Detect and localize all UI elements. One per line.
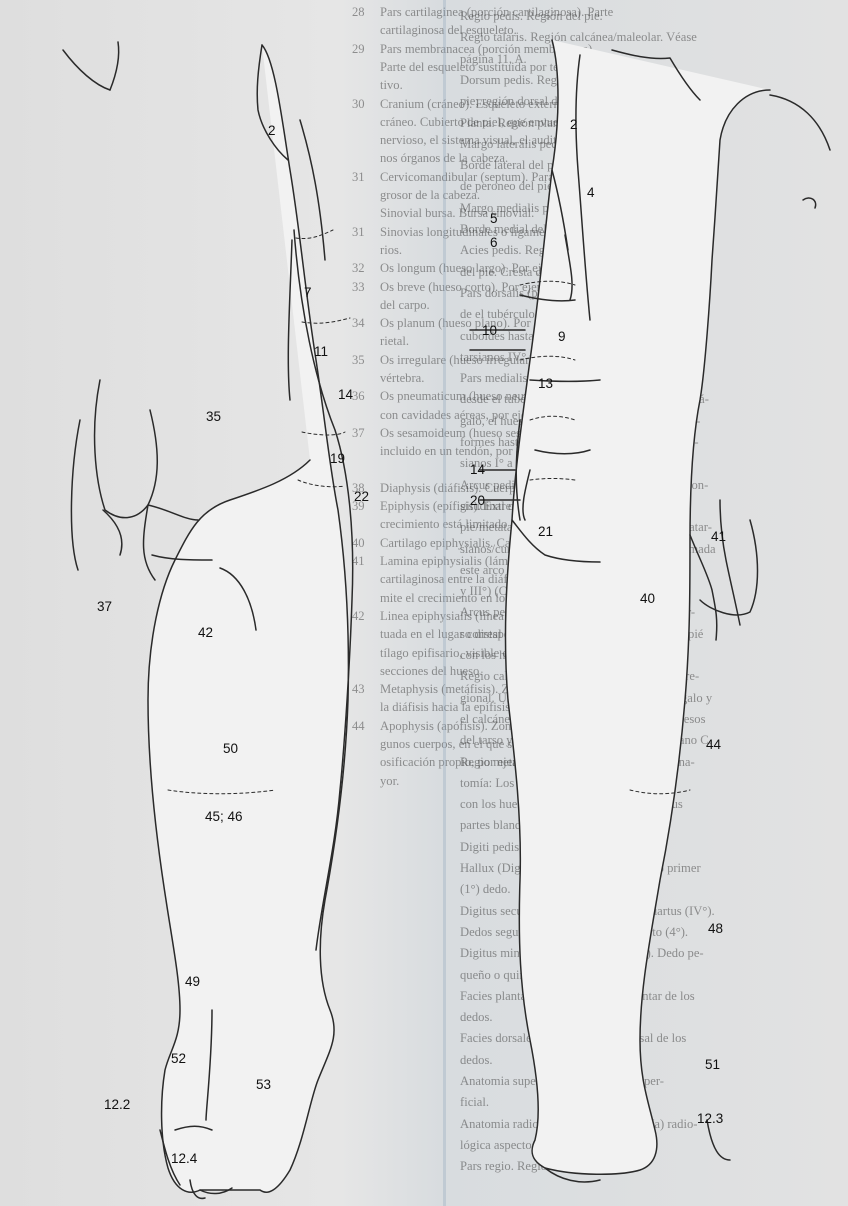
label-7: 7 bbox=[304, 286, 312, 300]
label-35: 35 bbox=[206, 410, 221, 424]
label-2-left: 2 bbox=[268, 124, 276, 138]
label-10: 10 bbox=[482, 324, 497, 338]
label-22: 22 bbox=[354, 490, 369, 504]
label-50: 50 bbox=[223, 742, 238, 756]
label-14-left: 14 bbox=[338, 388, 353, 402]
label-53: 53 bbox=[256, 1078, 271, 1092]
label-49: 49 bbox=[185, 975, 200, 989]
posterior-view-outline bbox=[63, 42, 353, 1198]
label-12-3: 12.3 bbox=[697, 1112, 723, 1126]
label-48: 48 bbox=[708, 922, 723, 936]
label-6: 6 bbox=[490, 236, 498, 250]
label-42: 42 bbox=[198, 626, 213, 640]
label-14-right: 14 bbox=[470, 463, 485, 477]
label-52: 52 bbox=[171, 1052, 186, 1066]
label-9: 9 bbox=[558, 330, 566, 344]
label-21: 21 bbox=[538, 525, 553, 539]
label-4: 4 bbox=[587, 186, 595, 200]
label-13: 13 bbox=[538, 377, 553, 391]
label-19: 19 bbox=[330, 452, 345, 466]
label-40: 40 bbox=[640, 592, 655, 606]
label-2-right: 2 bbox=[570, 118, 578, 132]
anterior-view-outline bbox=[470, 40, 830, 1182]
label-12-2: 12.2 bbox=[104, 1098, 130, 1112]
label-5: 5 bbox=[490, 212, 498, 226]
label-51: 51 bbox=[705, 1058, 720, 1072]
label-45-46: 45; 46 bbox=[205, 810, 243, 824]
label-11: 11 bbox=[314, 345, 328, 359]
left-dashed-line-1 bbox=[296, 230, 333, 239]
label-12-4: 12.4 bbox=[171, 1152, 197, 1166]
label-20: 20 bbox=[470, 494, 485, 508]
label-41: 41 bbox=[711, 530, 726, 544]
label-37: 37 bbox=[97, 600, 112, 614]
label-44: 44 bbox=[706, 738, 721, 752]
